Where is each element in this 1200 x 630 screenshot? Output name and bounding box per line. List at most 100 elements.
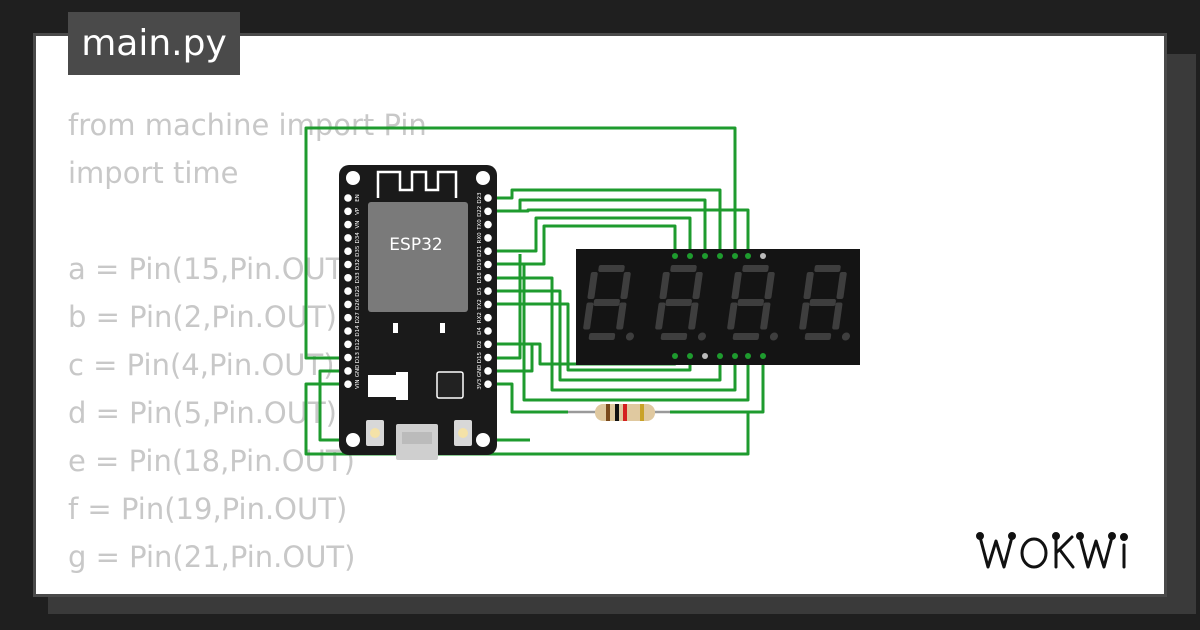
esp32-pin[interactable] [344,380,352,389]
esp32-pin-label: RX2 [477,312,483,323]
segment [588,333,616,340]
segment [814,265,841,272]
esp32-pin[interactable] [484,327,492,335]
segment [593,299,620,306]
seven-segment-display[interactable] [576,249,860,365]
esp32-pin[interactable] [344,287,352,295]
resistor-band [615,404,619,421]
resistor[interactable] [568,404,670,421]
display-pin[interactable] [672,253,678,259]
segment [660,333,688,340]
esp32-pin[interactable] [484,353,492,362]
esp32-pin[interactable] [484,274,492,282]
wire[interactable] [670,356,765,414]
wire[interactable] [488,216,692,256]
esp32-marker [440,323,445,333]
esp32-pin[interactable] [484,367,492,375]
wire[interactable] [488,289,722,382]
wire[interactable] [488,302,692,372]
file-tab-main-py[interactable]: main.py [68,12,240,75]
esp32-pin[interactable] [344,340,352,349]
segment [616,302,627,330]
esp32-pin[interactable] [484,220,492,229]
code-line: c = Pin(4,Pin.OUT) [68,348,335,382]
esp32-pin[interactable] [344,194,352,202]
display-pin[interactable] [760,353,766,359]
esp32-pin-label: D32 [355,259,361,270]
display-pin[interactable] [717,253,723,259]
esp32-pin[interactable] [484,300,492,309]
esp32-pin[interactable] [344,367,352,375]
segment [587,272,598,299]
segment [659,272,670,299]
esp32-board[interactable]: ESP32 ENVPVND34D35D32D33D25D26D27D14D12D… [339,165,497,460]
esp32-pin[interactable] [484,340,492,349]
esp32-pin-label: D13 [355,351,361,363]
esp32-pin[interactable] [344,220,352,229]
display-pin[interactable] [672,353,678,359]
wire[interactable] [304,382,750,456]
wire[interactable] [488,276,737,392]
esp32-pin-label: D18 [477,272,483,284]
segment [655,302,666,330]
display-pin[interactable] [717,353,723,359]
esp32-pin[interactable] [344,300,352,309]
display-pin[interactable] [760,253,766,259]
display-pin[interactable] [702,253,708,259]
esp32-pin[interactable] [344,313,352,322]
decimal-point [697,332,706,341]
segment [742,265,769,272]
wire[interactable] [488,254,522,360]
esp32-pin[interactable] [484,287,492,295]
esp32-pin[interactable] [484,380,492,389]
esp32-pin-label: D35 [355,245,361,257]
esp32-pin[interactable] [484,260,492,269]
wire[interactable] [304,126,737,360]
esp32-pin[interactable] [344,260,352,269]
esp32-pin[interactable] [344,234,352,242]
wokwi-logo [976,532,1128,569]
segment [764,272,775,299]
esp32-pin[interactable] [484,313,492,322]
segment [832,302,843,330]
segment [836,272,847,299]
segment [620,272,631,299]
esp32-pin-label: TX0 [477,219,483,231]
esp32-pin-label: D19 [477,258,483,270]
wire[interactable] [488,188,722,256]
esp32-pin-label: D21 [477,246,483,257]
wire[interactable] [488,208,750,256]
display-pin[interactable] [687,353,693,359]
esp32-pin[interactable] [484,247,492,255]
esp32-pin-headers: ENVPVND34D35D32D33D25D26D27D14D12D13GNDV… [344,192,492,390]
wire[interactable] [488,198,707,256]
esp32-pin[interactable] [484,194,492,202]
display-pin[interactable] [687,253,693,259]
esp32-pin[interactable] [484,207,492,216]
digit [799,265,850,341]
wire[interactable] [488,344,534,373]
esp32-pin-label: RX0 [477,232,483,244]
wire-group [304,126,765,456]
esp32-pin[interactable] [484,234,492,242]
esp32-pin[interactable] [344,247,352,255]
reset-button-cap [458,428,468,438]
code-line: from machine import Pin [68,108,427,142]
display-pin[interactable] [702,353,708,359]
esp32-chip-label: ESP32 [389,235,442,255]
segment [727,302,738,330]
digit [655,265,706,341]
display-pin[interactable] [745,353,751,359]
display-pin[interactable] [745,253,751,259]
wire[interactable] [488,382,568,414]
esp32-pin-label: D5 [477,287,483,295]
display-pin[interactable] [732,353,738,359]
esp32-pin[interactable] [344,353,352,362]
display-pin[interactable] [732,253,738,259]
esp32-pin[interactable] [344,207,352,216]
esp32-pin[interactable] [344,274,352,282]
wire[interactable] [488,262,750,402]
esp32-pin[interactable] [344,327,352,335]
segment [803,272,814,299]
esp32-shield [368,202,468,312]
